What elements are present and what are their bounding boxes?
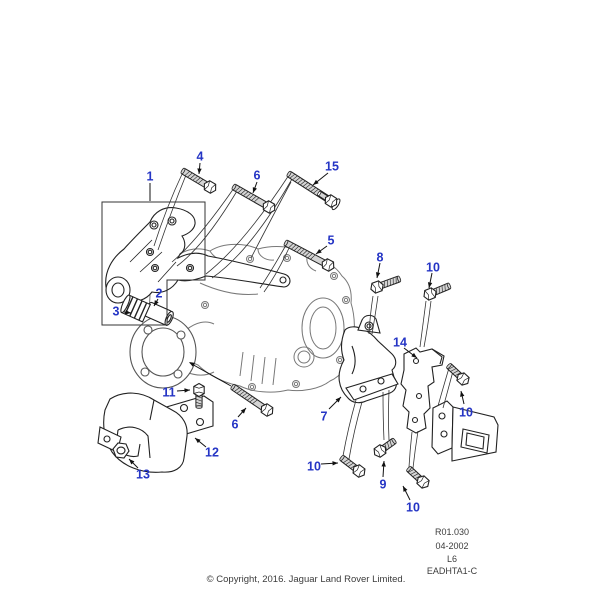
leader-arrowhead bbox=[316, 248, 322, 254]
callout-number: 6 bbox=[232, 418, 239, 432]
leader-arrowhead bbox=[411, 352, 417, 358]
guide-line bbox=[408, 431, 413, 468]
insertion-pointer-line bbox=[189, 362, 232, 387]
guide-line bbox=[205, 174, 290, 275]
leader-arrowhead bbox=[195, 438, 201, 444]
callout-number: 10 bbox=[406, 501, 420, 515]
ref-figure-code: EADHTA1-C bbox=[427, 566, 478, 576]
bolt-10-left bbox=[339, 455, 366, 478]
callout-number: 1 bbox=[147, 170, 154, 184]
shim-plate-14 bbox=[400, 347, 445, 434]
guide-line bbox=[348, 401, 363, 460]
leader-arrowhead bbox=[375, 272, 381, 278]
bolt-10-upper bbox=[423, 282, 452, 301]
guide-line bbox=[423, 300, 432, 348]
callout-number: 3 bbox=[113, 305, 120, 319]
footer-reference-block: R01.030 04-2002 L6 EADHTA1-C bbox=[427, 527, 478, 576]
bushing-assembly bbox=[120, 294, 174, 326]
bolt-10-bottom bbox=[406, 466, 430, 489]
leader-arrowhead bbox=[197, 168, 202, 174]
guide-line bbox=[171, 187, 235, 263]
callout-number: 13 bbox=[136, 468, 150, 482]
guide-line bbox=[442, 370, 454, 409]
output-flange bbox=[129, 315, 197, 389]
callout-number: 11 bbox=[162, 386, 175, 400]
leader-arrowhead bbox=[381, 461, 386, 467]
guide-line bbox=[368, 295, 374, 335]
support-bracket-7 bbox=[338, 314, 399, 404]
bolt-5 bbox=[283, 239, 335, 272]
callout-number: 10 bbox=[459, 406, 473, 420]
guide-line bbox=[259, 244, 287, 289]
callout-number: 8 bbox=[377, 251, 384, 265]
stud-15 bbox=[286, 170, 341, 211]
bolt-8 bbox=[370, 275, 402, 294]
assembly-guide-lines bbox=[153, 171, 454, 469]
bolt-6-upper bbox=[231, 183, 276, 214]
guide-line bbox=[263, 247, 290, 293]
callout-number: 14 bbox=[393, 336, 407, 350]
bolt-11 bbox=[193, 382, 205, 409]
leader-arrowhead bbox=[313, 179, 319, 185]
detail-box bbox=[101, 201, 206, 326]
leader-arrowhead bbox=[403, 486, 408, 492]
leader-arrowhead bbox=[460, 391, 465, 397]
callout-number: 6 bbox=[254, 169, 261, 183]
callout-number: 2 bbox=[156, 287, 163, 301]
guide-line bbox=[153, 171, 184, 247]
callout-number: 9 bbox=[380, 478, 387, 492]
bolt-10-right bbox=[446, 363, 470, 386]
callout-number: 4 bbox=[197, 150, 204, 164]
leader-arrowhead bbox=[240, 408, 246, 414]
ref-drawing-number: R01.030 bbox=[435, 527, 469, 537]
guide-line bbox=[176, 190, 238, 267]
callout-number: 5 bbox=[328, 234, 335, 248]
leader-arrowhead bbox=[252, 187, 257, 193]
leader-arrowhead bbox=[184, 388, 190, 393]
guide-line bbox=[250, 181, 292, 259]
leader-arrowhead bbox=[189, 362, 195, 367]
nut-13 bbox=[112, 442, 130, 459]
bolt-4 bbox=[180, 167, 217, 194]
rubber-bushing bbox=[120, 294, 152, 323]
crossmember-bracket bbox=[431, 400, 499, 462]
leader-arrowhead bbox=[332, 461, 338, 466]
callout-leader-lines bbox=[123, 162, 465, 501]
guide-line bbox=[371, 295, 379, 335]
bolt-9 bbox=[373, 437, 397, 458]
guide-line bbox=[412, 430, 419, 469]
leader-arrowhead bbox=[154, 300, 159, 306]
bolt-6-lower bbox=[230, 383, 274, 417]
leader-arrowhead bbox=[125, 310, 131, 315]
guide-line bbox=[388, 389, 390, 441]
guide-line bbox=[419, 300, 427, 348]
fasteners bbox=[180, 167, 470, 489]
leader-arrowhead bbox=[427, 282, 433, 288]
ref-model-code: L6 bbox=[447, 554, 457, 564]
callout-number: 10 bbox=[307, 460, 321, 474]
callout-number: 15 bbox=[325, 160, 339, 174]
guide-line bbox=[211, 178, 293, 279]
callout-number: 7 bbox=[321, 410, 328, 424]
leader-arrowhead bbox=[335, 397, 341, 403]
guide-line bbox=[382, 391, 385, 441]
guide-line bbox=[342, 399, 357, 457]
mounting-bracket-1 bbox=[105, 207, 291, 304]
callout-number: 10 bbox=[426, 261, 440, 275]
copyright-text: © Copyright, 2016. Jaguar Land Rover Lim… bbox=[207, 574, 406, 585]
callout-number: 12 bbox=[205, 446, 219, 460]
guide-line bbox=[437, 367, 450, 407]
guide-line bbox=[157, 174, 187, 251]
ref-date: 04-2002 bbox=[435, 541, 468, 551]
leader-arrowhead bbox=[129, 459, 135, 465]
